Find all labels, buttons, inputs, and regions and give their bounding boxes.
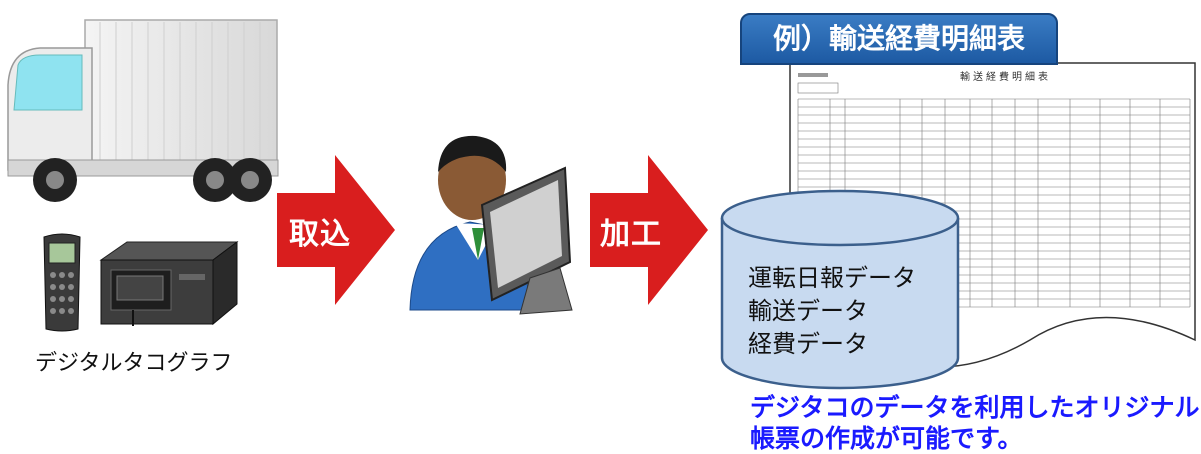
tachograph-recorder-icon (99, 241, 239, 326)
database-line: 輸送データ (748, 297, 868, 325)
caption-line: デジタコのデータを利用したオリジナル (750, 393, 1200, 422)
handheld-terminal-icon (43, 233, 81, 332)
caption: デジタコのデータを利用したオリジナル 帳票の作成が可能です。 (750, 392, 1200, 454)
database-contents: 運転日報データ 輸送データ 経費データ (748, 262, 916, 361)
database-cylinder (720, 189, 960, 390)
process-arrow (590, 155, 708, 305)
process-arrow-label: 加工 (600, 217, 662, 252)
truck-illustration (7, 19, 279, 202)
import-arrow-label: 取込 (289, 217, 351, 252)
caption-line: 帳票の作成が可能です。 (750, 424, 1023, 453)
report-title-tab: 例）輸送経費明細表 (740, 13, 1058, 65)
database-line: 経費データ (748, 330, 868, 358)
tachograph-caption: デジタルタコグラフ (35, 351, 233, 376)
database-line: 運転日報データ (748, 264, 916, 292)
document-heading: 輸送経費明細表 (960, 72, 1051, 83)
person-at-computer-icon (409, 135, 573, 315)
import-arrow (277, 155, 395, 305)
